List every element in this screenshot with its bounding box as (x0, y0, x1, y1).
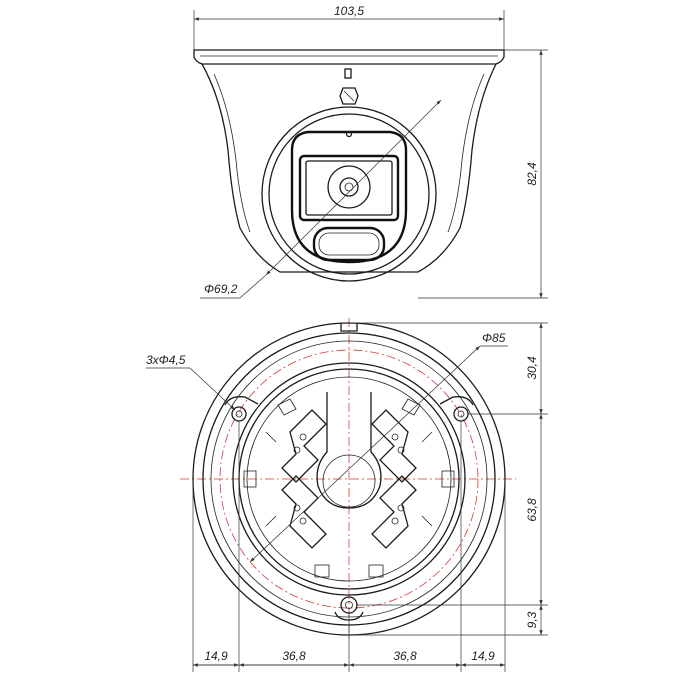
housing-inner-right (447, 73, 485, 233)
top-notch (340, 323, 358, 332)
bracket-hole (391, 433, 399, 441)
width-dimension: 103,5 (334, 4, 364, 18)
lens-glass (344, 182, 354, 192)
diameter-leader (265, 99, 442, 276)
led-light-inner (318, 232, 380, 256)
holes-leader (189, 367, 236, 411)
housing-outline (201, 63, 497, 273)
right-bottom-dimension: 9,3 (525, 611, 539, 628)
bracket-upper-right (371, 409, 417, 483)
base-view-dimensions: 3xΦ4,5 Φ85 30,4 63,8 9,3 14,9 36,8 36,8 … (146, 322, 548, 672)
right-top-dimension: 30,4 (525, 356, 539, 380)
front-face-outline (290, 130, 408, 264)
holes-dimension: 3xΦ4,5 (146, 353, 186, 367)
bottom-left-inner-dimension: 36,8 (282, 649, 306, 663)
bottom-left-outer-dimension: 14,9 (204, 649, 228, 663)
screw-cap (344, 68, 352, 79)
lens-center (339, 177, 359, 197)
bottom-right-outer-dimension: 14,9 (471, 649, 495, 663)
rib (421, 431, 433, 443)
right-mid-dimension: 63,8 (525, 498, 539, 522)
camera-front-view (193, 49, 505, 282)
clip-top-left (277, 398, 297, 416)
rib (265, 431, 277, 443)
housing-inner-left (213, 73, 251, 233)
mount-hole-right-center (457, 410, 465, 418)
rib (421, 515, 433, 527)
mount-hole-bottom-center (345, 601, 353, 609)
clip-top-right (401, 398, 421, 416)
mount-hole-left-center (235, 410, 243, 418)
bottom-right-inner-dimension: 36,8 (393, 649, 417, 663)
clip-bottom-right (368, 564, 384, 578)
bracket-lower-right (371, 475, 417, 549)
lens-window-inner (305, 160, 393, 216)
bracket-hole (299, 433, 307, 441)
clip-bottom-left (314, 564, 330, 578)
mount-plate (193, 49, 505, 65)
mounting-base-view (180, 318, 516, 640)
left-hole-boss (224, 396, 259, 406)
height-dimension: 82,4 (525, 162, 539, 186)
right-hole-boss (439, 396, 474, 406)
bracket-hole (391, 517, 399, 525)
top-view-dimensions: 103,5 82,4 Φ69,2 (193, 4, 548, 299)
diameter-dimension: Φ69,2 (204, 282, 238, 296)
rib (265, 515, 277, 527)
bracket-upper-left (281, 409, 327, 483)
base-diameter-dimension: Φ85 (482, 331, 506, 345)
lens-ring (327, 165, 371, 209)
screw-slot (343, 90, 355, 102)
base-diameter-leader (249, 345, 481, 563)
mount-hole-right (453, 406, 469, 422)
bracket-hole (299, 517, 307, 525)
bracket-lower-left (281, 475, 327, 549)
